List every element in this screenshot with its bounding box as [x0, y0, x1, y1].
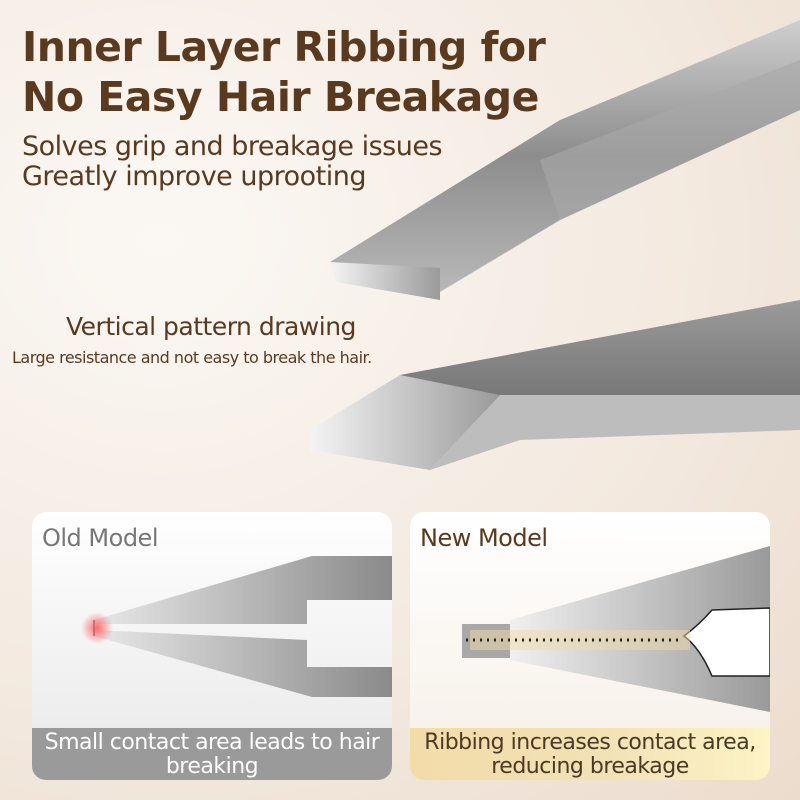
new-model-label: New Model — [420, 524, 548, 552]
headline-line1: Inner Layer Ribbing for — [22, 23, 546, 71]
headline-line2: No Easy Hair Breakage — [22, 73, 539, 121]
subheadline: Solves grip and breakage issues Greatly … — [22, 131, 443, 192]
new-model-caption: Ribbing increases contact area, reducing… — [410, 728, 770, 780]
old-tweezer-diagram — [81, 556, 392, 697]
subheadline-line1: Solves grip and breakage issues — [22, 131, 443, 162]
old-model-label: Old Model — [42, 524, 158, 552]
old-contact-highlight — [81, 612, 113, 644]
feature-title: Vertical pattern drawing — [66, 312, 356, 341]
feature-description: Large resistance and not easy to break t… — [12, 348, 372, 367]
new-tweezer-diagram — [462, 546, 770, 712]
headline: Inner Layer Ribbing for No Easy Hair Bre… — [22, 22, 546, 122]
old-model-caption: Small contact area leads to hair breakin… — [32, 728, 392, 780]
new-model-panel: New Model Ribbing increases contact area… — [410, 512, 770, 780]
old-model-panel: Old Model Small contact area leads to ha… — [32, 512, 392, 780]
subheadline-line2: Greatly improve uprooting — [22, 161, 367, 192]
